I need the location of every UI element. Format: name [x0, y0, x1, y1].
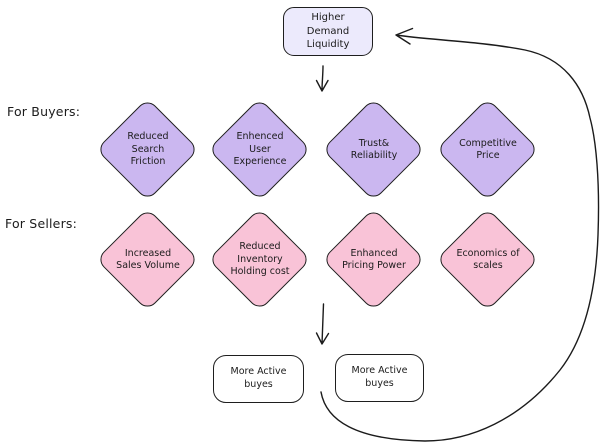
buyer-diamond-enhenced-user-experience: Enhenced User Experience: [207, 97, 312, 202]
buyer-diamond-trust-reliability: Trust& Reliability: [321, 97, 426, 202]
diamond-label: Increased Sales Volume: [116, 247, 180, 271]
outcome-label: More Active buyes: [230, 366, 287, 390]
diamond-label: Economics of scales: [456, 247, 520, 271]
seller-diamond-increased-sales-volume: Increased Sales Volume: [95, 207, 200, 312]
title-box-higher-demand-liquidity: Higher Demand Liquidity: [283, 7, 373, 56]
diamond-label: Reduced Search Friction: [127, 131, 169, 168]
outcome-box-more-active-buyes-1: More Active buyes: [213, 355, 304, 403]
buyer-diamond-reduced-search-friction: Reduced Search Friction: [95, 97, 200, 202]
row-label-sellers: For Sellers:: [5, 216, 78, 231]
arrow-title-to-buyers: [315, 65, 329, 92]
row-label-buyers: For Buyers:: [7, 104, 81, 119]
diamond-label: Competitive Price: [459, 137, 517, 161]
diamond-label: Enhenced User Experience: [233, 131, 287, 168]
diamond-label: Reduced Inventory Holding cost: [230, 241, 290, 278]
diamond-label: Enhanced Pricing Power: [342, 247, 406, 271]
outcome-label: More Active buyes: [351, 365, 408, 389]
diamond-label: Trust& Reliability: [350, 137, 398, 161]
buyer-diamond-competitive-price: Competitive Price: [435, 97, 540, 202]
outcome-box-more-active-buyes-2: More Active buyes: [335, 354, 424, 402]
title-box-label: Higher Demand Liquidity: [306, 12, 350, 51]
seller-diamond-reduced-inventory-holding-cost: Reduced Inventory Holding cost: [207, 207, 312, 312]
seller-diamond-economics-of-scales: Economics of scales: [435, 207, 540, 312]
seller-diamond-enhanced-pricing-power: Enhanced Pricing Power: [321, 207, 426, 312]
